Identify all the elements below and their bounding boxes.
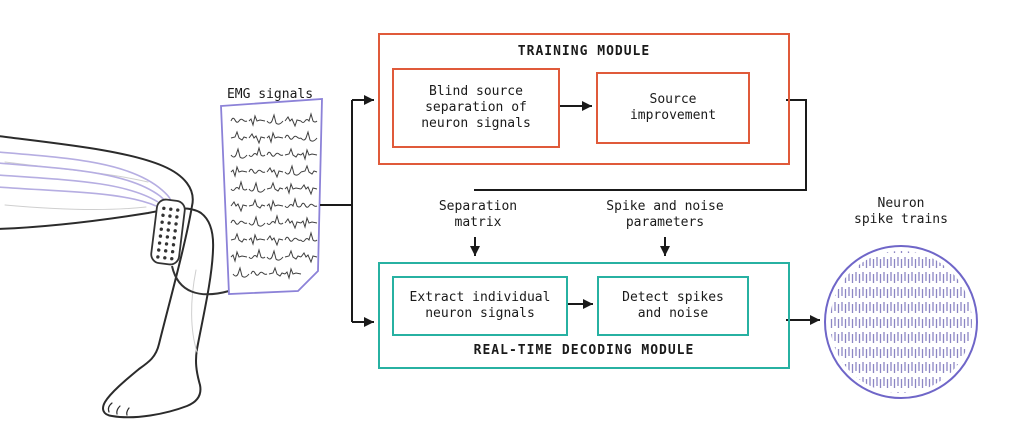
neuron-spike-trains-label: Neuron spike trains: [854, 196, 948, 227]
training-module-title: TRAINING MODULE: [517, 44, 651, 59]
decoding-module-title: REAL-TIME DECODING MODULE: [473, 343, 695, 358]
training-output-line: [474, 99, 807, 191]
leg-illustration: [0, 135, 215, 419]
spike-noise-parameters-label: Spike and noise parameters: [606, 199, 724, 230]
realtime-decoding-module: REAL-TIME DECODING MODULE Extract indivi…: [378, 262, 790, 369]
detect-spikes-noise-box: Detect spikes and noise: [597, 276, 749, 336]
extract-neuron-signals-box: Extract individual neuron signals: [392, 276, 568, 336]
blind-source-separation-box: Blind source separation of neuron signal…: [392, 68, 560, 148]
spike-raster-circle: [824, 245, 978, 399]
separation-matrix-label: Separation matrix: [438, 199, 518, 230]
electrode-cable: [171, 265, 230, 296]
source-improvement-box: Source improvement: [596, 72, 750, 144]
emg-panel-shape: [220, 98, 323, 295]
emg-signals-label: EMG signals: [226, 87, 314, 102]
electrode-array-icon: [150, 198, 186, 266]
training-module: TRAINING MODULE Blind source separation …: [378, 33, 790, 165]
connector-arrows: [320, 95, 820, 327]
